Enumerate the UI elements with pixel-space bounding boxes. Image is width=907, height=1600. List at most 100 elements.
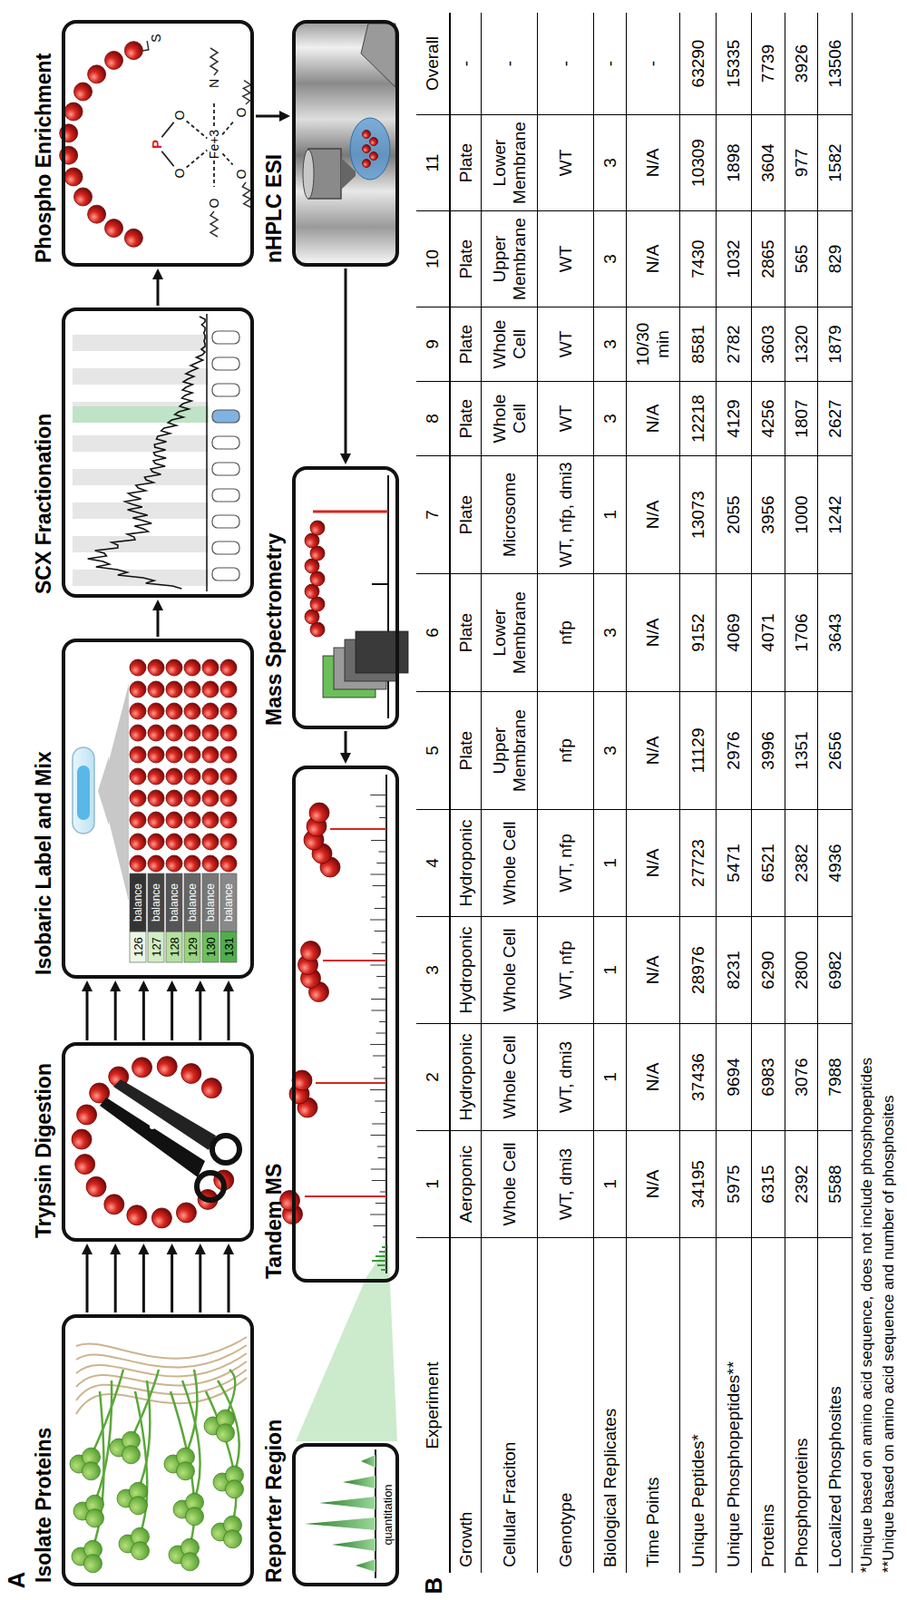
table-value: Hydroponic (456, 916, 477, 1024)
clover-leaf (84, 1554, 103, 1573)
peptide-bead (184, 789, 201, 807)
table-cell: 8 (416, 380, 451, 456)
peptide-bead (156, 1056, 177, 1077)
peptide-bead (64, 167, 83, 186)
peptide-bead (129, 833, 147, 850)
chem-bond (186, 149, 208, 167)
table-cell: 1242 (818, 455, 853, 574)
peptide-bead (147, 724, 165, 742)
column-header: 4 (422, 809, 443, 917)
table-cell: 3 (594, 210, 627, 307)
table-cell: 3 (594, 114, 627, 211)
peptide-bead (165, 681, 183, 698)
fraction-tube (212, 383, 240, 397)
peptide-bead (151, 1208, 172, 1229)
table-cell: Unique Phosphopeptides** (716, 1237, 752, 1573)
sample-tube (72, 747, 95, 834)
connector-arrow (156, 277, 160, 306)
table-value: Aeroponic (456, 1131, 477, 1238)
table-value: 1 (600, 1024, 621, 1131)
table-value: 9152 (688, 574, 709, 692)
table-cell: 3076 (785, 1023, 819, 1131)
atom-label: O (173, 110, 186, 121)
table-value: 3 (600, 574, 621, 692)
table-cell: 9152 (680, 573, 717, 692)
peptide-bead (301, 941, 322, 962)
tag-number: 131 (223, 936, 235, 957)
table-cell: 2 (416, 1023, 451, 1131)
peptide-bead (184, 724, 201, 742)
table-value: Whole Cell (499, 1131, 520, 1238)
fragment-peak (370, 874, 387, 876)
table-cell: 2656 (818, 691, 853, 810)
tag-label: balance (168, 883, 180, 922)
tag-number: 128 (168, 936, 181, 957)
table-cell: - (481, 12, 538, 115)
table-value: 11129 (688, 692, 709, 810)
column-header: 1 (422, 1131, 443, 1238)
table-cell: 27723 (680, 809, 717, 917)
table-cell: 565 (785, 210, 819, 307)
table-cell: N/A (626, 1130, 681, 1238)
chem-bond (213, 160, 215, 187)
peptide-bead (129, 724, 147, 742)
clover-leaf (216, 1423, 235, 1443)
table-cell: 13506 (818, 12, 853, 115)
table-cell: 4256 (751, 380, 786, 456)
peptide-bead (129, 768, 147, 785)
peptide-bead (147, 659, 165, 676)
root-line (76, 1345, 247, 1368)
peptide-bead (147, 702, 165, 720)
table-cell: 3 (594, 691, 627, 810)
arrow-head (223, 1243, 235, 1255)
table-cell: 2055 (716, 455, 752, 574)
peptide-bead (129, 659, 147, 676)
reporter-peak (381, 1246, 387, 1249)
table-cell: 3604 (751, 114, 786, 211)
table-value: Lower Membrane (489, 115, 530, 211)
clover-leaf (131, 1541, 150, 1561)
table-value: 1 (600, 1131, 621, 1238)
atom-label: O (173, 168, 186, 179)
peptide-bead (124, 41, 143, 60)
connector-arrow (156, 608, 160, 637)
peptide-bead (304, 609, 320, 625)
table-cell: Hydroponic (450, 916, 482, 1024)
table-cell: N/A (626, 809, 681, 917)
table-cell: 11 (416, 114, 451, 211)
table-value: 3604 (758, 115, 779, 211)
process-box: Mass Spectrometry (292, 466, 400, 730)
table-value: 2392 (791, 1131, 812, 1238)
table-value: 3 (600, 115, 621, 211)
chromatogram (87, 316, 205, 589)
tag-label: balance (150, 883, 162, 922)
table-value: 3643 (825, 574, 846, 692)
arrow-head (137, 1243, 149, 1255)
fraction-tube (212, 462, 240, 476)
peptide-bead (87, 65, 107, 84)
peptide-bead (147, 768, 165, 785)
peptide-bead (104, 1194, 125, 1215)
peptide-bead (165, 811, 183, 829)
fragment-peak (376, 862, 387, 864)
arrow-head (279, 110, 291, 122)
balance-tag (202, 873, 219, 932)
arrow-head (152, 268, 164, 280)
table-cell: nfp (537, 691, 595, 810)
table-value: Upper Membrane (489, 211, 530, 307)
step-title: nHPLC ESI (261, 154, 287, 264)
table-cell: 1 (416, 1130, 451, 1238)
fragment-peak (370, 1010, 387, 1012)
table-cell: 1898 (716, 114, 752, 211)
table-value: 4069 (723, 574, 744, 692)
table-cell: 1879 (818, 306, 853, 381)
table-cell: Lower Membrane (481, 114, 538, 211)
table-cell: 12218 (680, 380, 717, 456)
table-cell: Unique Peptides* (680, 1237, 717, 1573)
selected-ion-line (312, 510, 389, 514)
step-title: Isolate Proteins (30, 1427, 57, 1583)
connector-arrow (227, 1252, 231, 1313)
fragment-peak (374, 930, 387, 932)
process-box: nHPLC ESI (292, 19, 400, 267)
reporter-tag (202, 931, 219, 963)
